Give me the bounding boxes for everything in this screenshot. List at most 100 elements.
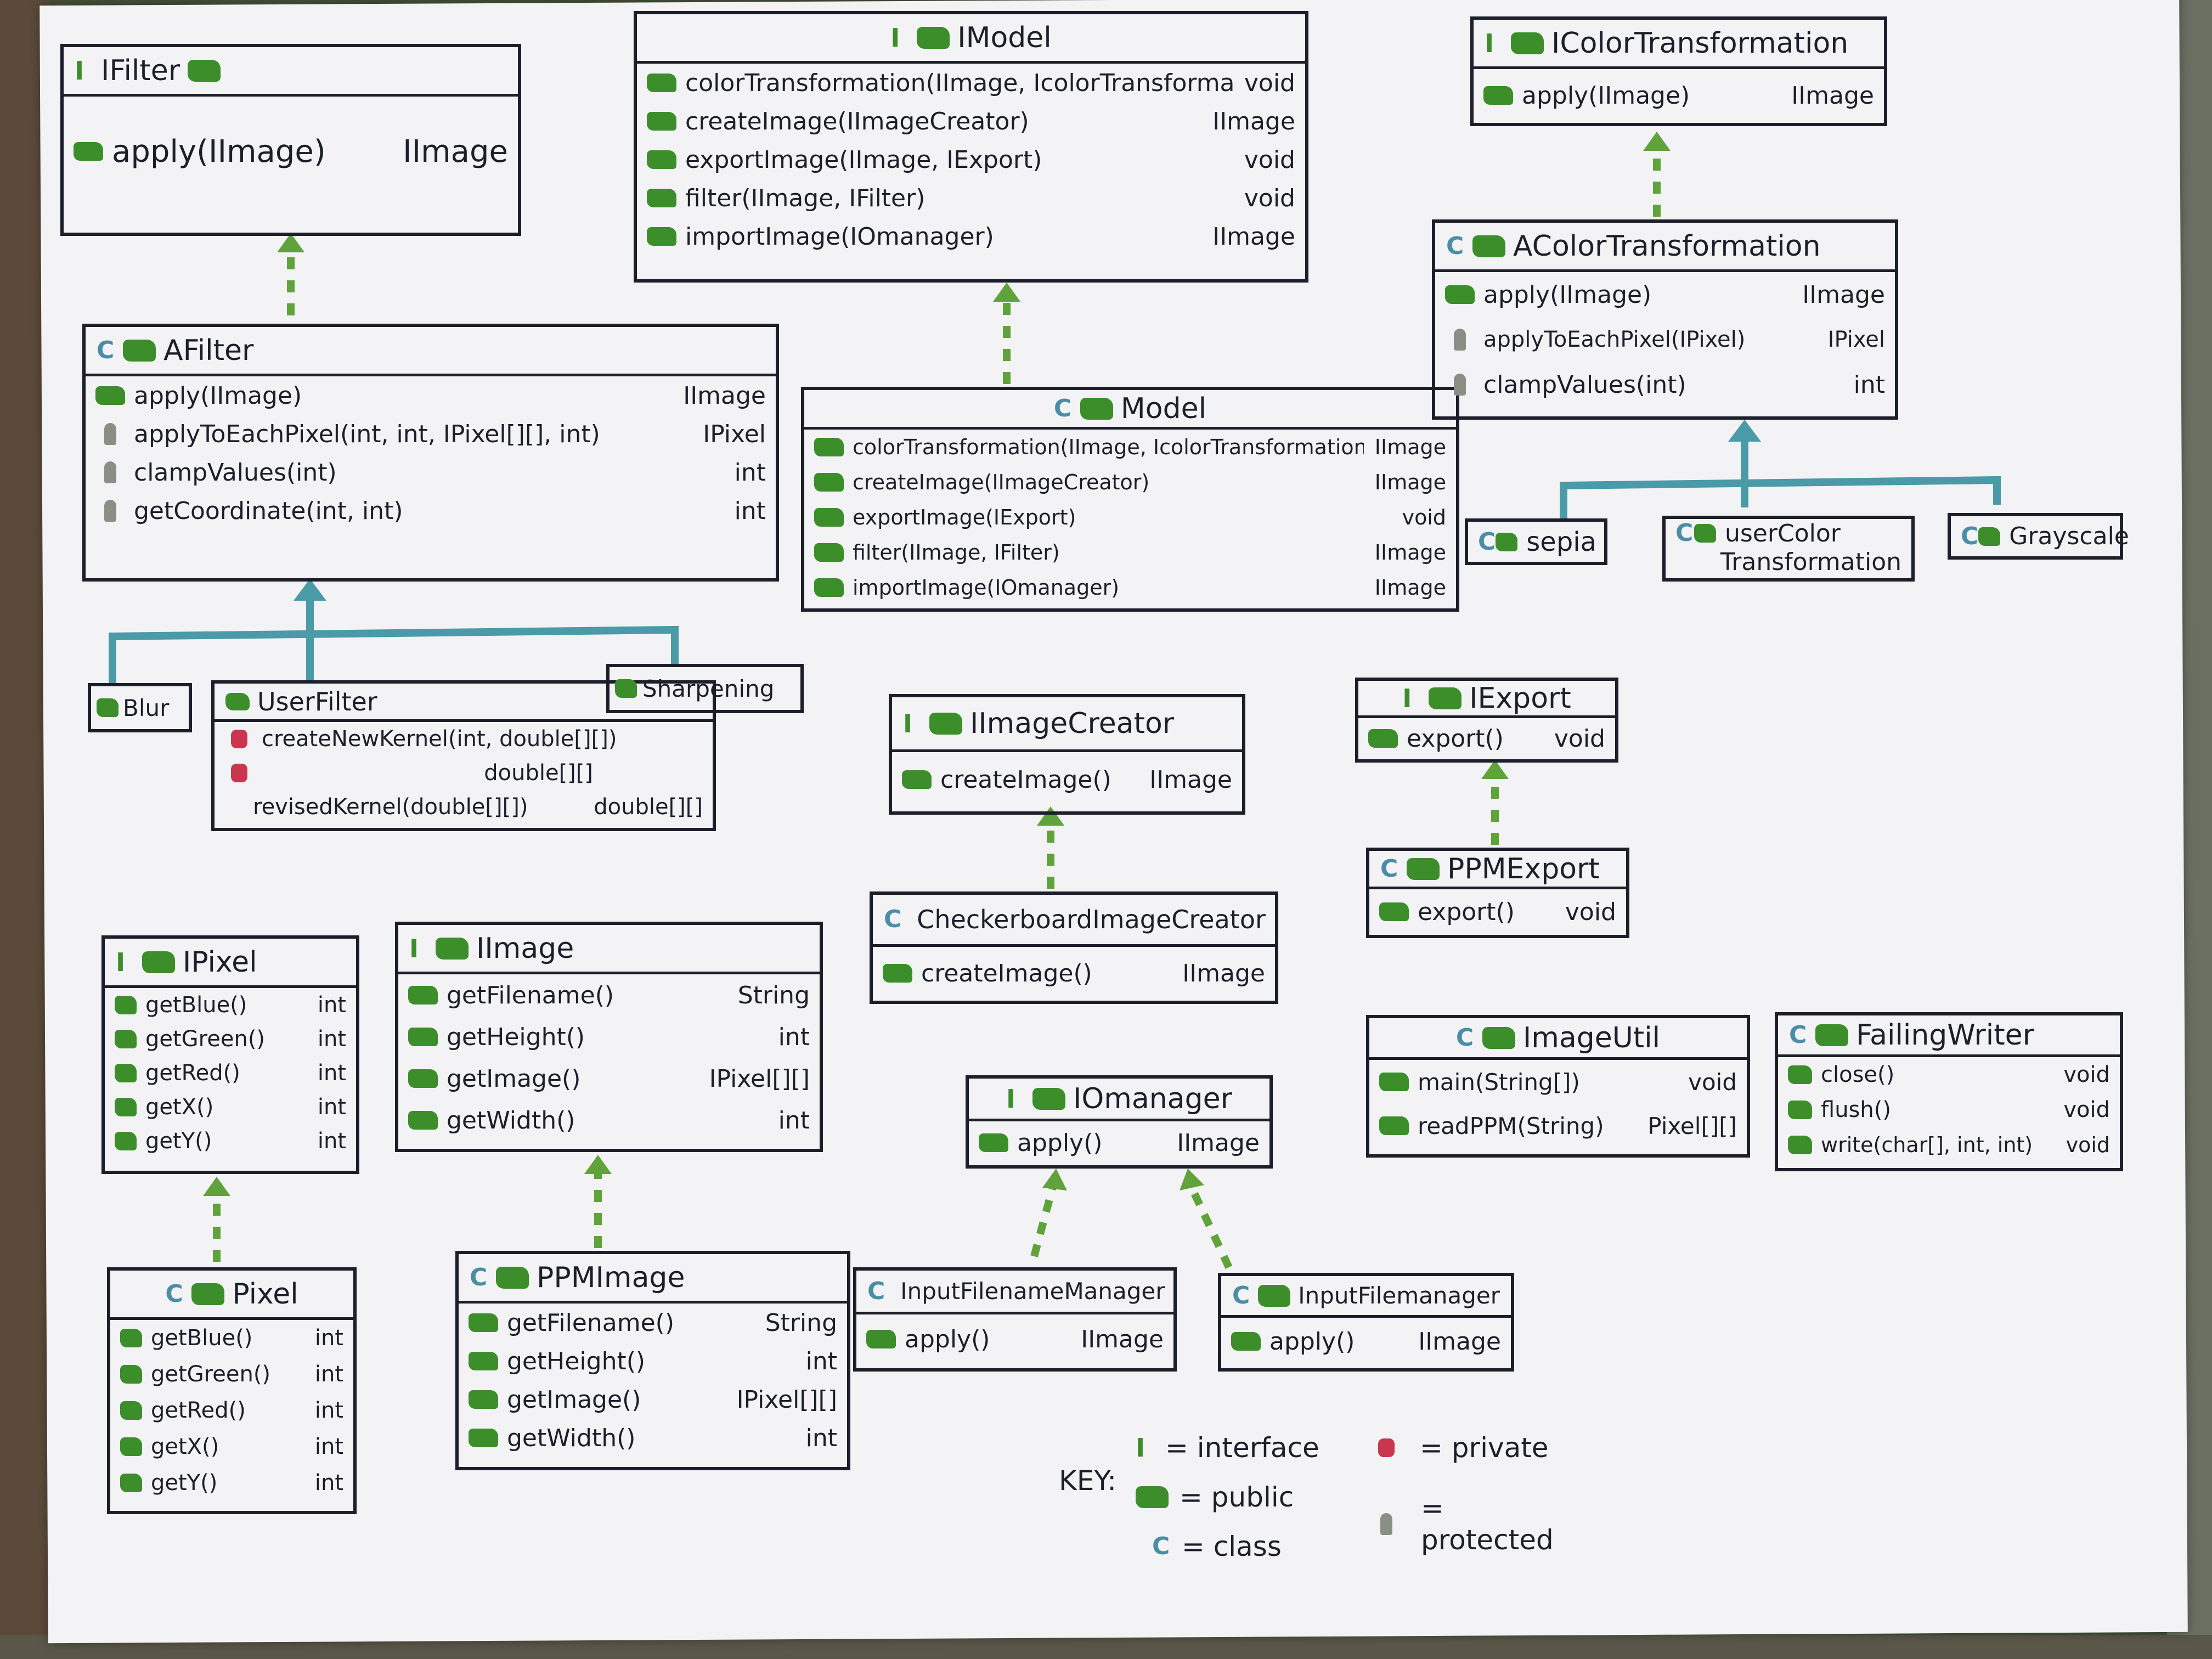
method-signature: importImage(IOmanager) bbox=[685, 222, 994, 251]
return-type: Pixel[][] bbox=[1647, 1112, 1737, 1139]
return-type: int bbox=[317, 1128, 346, 1154]
method-signature: getWidth() bbox=[447, 1106, 575, 1135]
return-type: int bbox=[317, 992, 346, 1018]
method-row: getCoordinate(int, int)int bbox=[86, 492, 776, 530]
pixel-title: C Pixel bbox=[110, 1271, 353, 1320]
return-type: int bbox=[734, 496, 766, 525]
return-type: IPixel[][] bbox=[736, 1385, 837, 1414]
class-name: PPMExport bbox=[1447, 852, 1600, 885]
pixel-class-box: C Pixel getBlue() int getGreen() int getRed… bbox=[107, 1267, 357, 1514]
class-name: IOmanager bbox=[1073, 1082, 1232, 1115]
method-signature: getGreen() bbox=[151, 1362, 271, 1387]
method-row: apply()IImage bbox=[1221, 1318, 1511, 1365]
method-row: apply(IImage)IImage bbox=[1474, 69, 1884, 122]
class-name: PPMImage bbox=[537, 1261, 685, 1294]
public-icon bbox=[1694, 524, 1716, 543]
method-signature: getImage() bbox=[507, 1385, 641, 1414]
method-signature: export() bbox=[1418, 898, 1515, 926]
return-type: IImage bbox=[1374, 470, 1446, 494]
class-icon: C bbox=[1232, 1281, 1250, 1310]
return-type: IImage bbox=[1374, 575, 1446, 600]
return-type: IImage bbox=[1182, 959, 1265, 988]
class-name-continued: Transformation bbox=[1720, 548, 1901, 576]
public-icon bbox=[647, 74, 676, 92]
private-icon bbox=[231, 764, 247, 782]
return-type: int bbox=[314, 1398, 343, 1423]
method-row: revisedKernel(double[][])double[][] bbox=[215, 790, 713, 824]
method-signature: getRed() bbox=[151, 1398, 246, 1423]
class-icon: C bbox=[470, 1263, 488, 1291]
legend-key: KEY: I= interface = public C= class = pr… bbox=[1059, 1421, 1580, 1585]
public-icon bbox=[1482, 1026, 1515, 1049]
return-type: void bbox=[2063, 1097, 2110, 1122]
public-icon bbox=[469, 1352, 498, 1370]
public-icon bbox=[120, 1329, 142, 1347]
public-icon bbox=[1080, 397, 1113, 420]
class-icon: C bbox=[165, 1279, 183, 1308]
return-type: int bbox=[314, 1434, 343, 1459]
public-icon bbox=[115, 1064, 137, 1082]
method-row: write(char[], int, int)void bbox=[1778, 1127, 2120, 1163]
return-type: void bbox=[1244, 145, 1295, 174]
class-name: FailingWriter bbox=[1856, 1018, 2034, 1052]
return-type: IImage bbox=[1177, 1128, 1260, 1157]
public-icon bbox=[408, 1069, 438, 1088]
interface-icon: I bbox=[1402, 683, 1412, 713]
key-interface: I= interface bbox=[1136, 1432, 1319, 1464]
class-icon: C bbox=[884, 905, 902, 933]
class-icon: C bbox=[867, 1277, 885, 1305]
key-protected: = protected bbox=[1372, 1492, 1580, 1556]
return-type: IImage bbox=[1212, 222, 1295, 251]
method-signature: apply(IImage) bbox=[134, 381, 302, 410]
method-signature: getX() bbox=[145, 1094, 214, 1120]
method-signature: getHeight() bbox=[507, 1347, 646, 1375]
public-icon bbox=[191, 1283, 225, 1305]
public-icon bbox=[814, 508, 844, 527]
interface-icon: I bbox=[1485, 28, 1494, 58]
method-row: createNewKernel(int, double[][]) bbox=[215, 722, 713, 756]
method-signature: filter(IImage, IFilter) bbox=[853, 540, 1060, 565]
method-row: close()void bbox=[1778, 1057, 2120, 1092]
public-icon bbox=[1136, 1486, 1169, 1508]
return-type: IImage bbox=[1081, 1325, 1164, 1353]
public-icon bbox=[814, 578, 844, 597]
interface-icon: I bbox=[890, 22, 900, 53]
interface-icon: I bbox=[1006, 1084, 1016, 1114]
method-signature: colorTransformation(IImage, IcolorTransf… bbox=[685, 69, 1233, 97]
public-icon bbox=[883, 964, 912, 983]
method-row: double[][] bbox=[215, 756, 713, 790]
blur-extends-afilter bbox=[109, 625, 679, 686]
return-type: int bbox=[734, 458, 766, 487]
method-row: getRed()int bbox=[105, 1056, 356, 1090]
method-row: export()void bbox=[1358, 718, 1615, 759]
interface-icon: I bbox=[1136, 1433, 1146, 1463]
key-text: = public bbox=[1180, 1481, 1294, 1513]
method-signature: createNewKernel(int, double[][]) bbox=[262, 726, 617, 752]
method-row: readPPM(String)Pixel[][] bbox=[1369, 1104, 1747, 1148]
public-icon bbox=[979, 1133, 1008, 1152]
class-name: userColor bbox=[1725, 519, 1841, 548]
class-name: Pixel bbox=[232, 1277, 298, 1311]
method-signature: revisedKernel(double[][]) bbox=[253, 794, 528, 820]
return-type: int bbox=[1853, 370, 1885, 399]
method-signature: getBlue() bbox=[151, 1325, 253, 1351]
return-type: void bbox=[1244, 69, 1295, 97]
public-icon bbox=[1231, 1332, 1261, 1351]
key-class: C= class bbox=[1152, 1531, 1282, 1562]
return-type: int bbox=[314, 1470, 343, 1496]
public-icon bbox=[115, 1132, 137, 1150]
class-name: IModel bbox=[957, 21, 1052, 54]
class-row: Blur bbox=[91, 686, 189, 729]
interface-icon: I bbox=[903, 708, 913, 738]
class-name: UserFilter bbox=[257, 686, 377, 716]
